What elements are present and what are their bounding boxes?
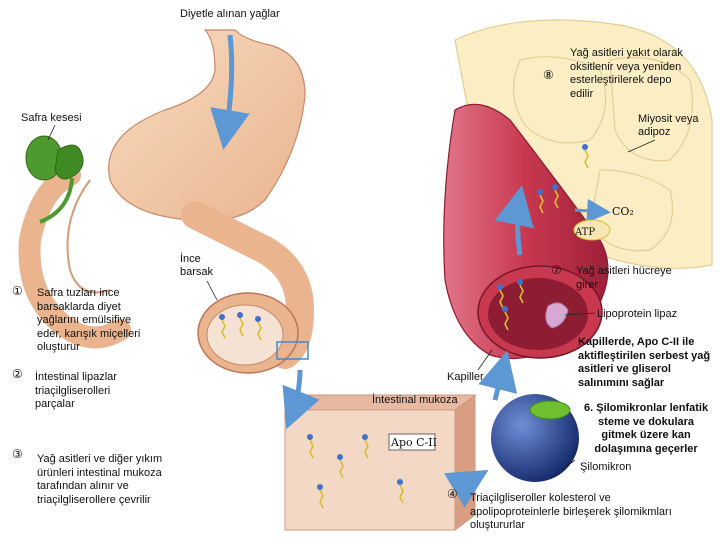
intestinal-mucosa-block bbox=[283, 394, 477, 531]
step-1-number: ① bbox=[12, 284, 23, 298]
step-3-number: ③ bbox=[12, 447, 23, 461]
pathway-arrows bbox=[210, 34, 611, 508]
leader-lines bbox=[47, 124, 656, 471]
step-8-number: ⑧ bbox=[543, 68, 554, 82]
stomach bbox=[108, 29, 306, 222]
label-lipoprotein-lipase: Lipoprotein lipaz bbox=[597, 308, 678, 320]
lipoprotein-lipase-shape bbox=[545, 302, 569, 329]
label-gallbladder: Safra kesesi bbox=[21, 112, 82, 124]
step-4-number: ④ bbox=[447, 487, 458, 501]
fatty-acid-molecules bbox=[221, 149, 589, 509]
label-atp: ATP bbox=[575, 227, 596, 238]
step-2-number: ② bbox=[12, 367, 23, 381]
label-chylomicron: Şilomikron bbox=[580, 461, 632, 473]
glycerol-heads bbox=[219, 144, 588, 490]
label-capillary: Kapiller bbox=[447, 371, 484, 383]
label-intestinal-mucosa: İntestinal mukoza bbox=[372, 394, 458, 406]
label-co2: CO₂ bbox=[612, 205, 634, 218]
intestine-cross-section bbox=[197, 292, 309, 374]
gallbladder bbox=[25, 135, 84, 224]
capillary bbox=[443, 103, 609, 359]
label-apo-c2: Apo C-II bbox=[391, 436, 437, 449]
label-small-intestine-1: İnce bbox=[180, 253, 201, 265]
chylomicron-shape bbox=[491, 394, 579, 482]
label-myocyte-2: adipoz bbox=[638, 126, 671, 138]
label-myocyte-1: Miyosit veya bbox=[638, 113, 699, 125]
zoom-box bbox=[276, 341, 309, 360]
atp-blob bbox=[573, 219, 611, 241]
step-7-number: ⑦ bbox=[551, 263, 562, 277]
title: Diyetle alınan yağlar bbox=[180, 8, 280, 20]
label-small-intestine-2: barsak bbox=[180, 266, 214, 278]
